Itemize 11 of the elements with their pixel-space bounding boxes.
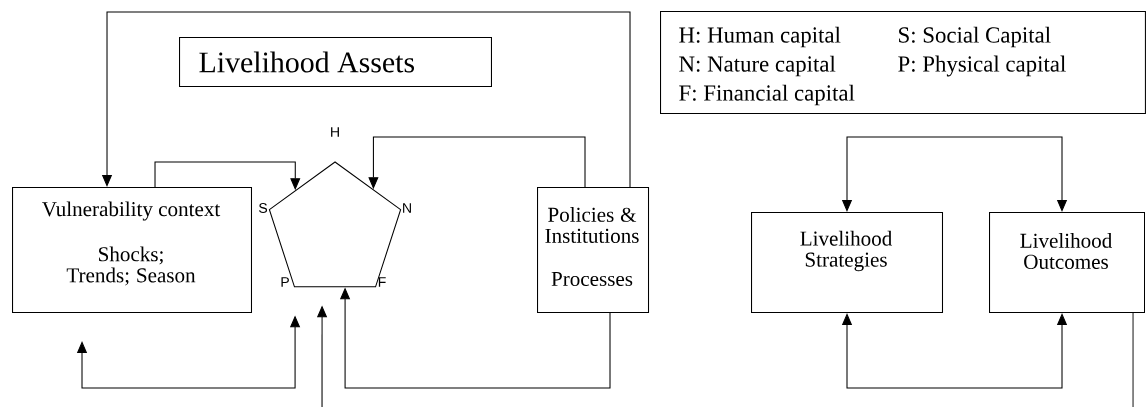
process-box: Policies & Institutions Processes xyxy=(537,187,650,314)
vertex-label: S xyxy=(258,203,268,213)
vertex-label: F xyxy=(378,277,386,287)
process-box: Livelihood Outcomes xyxy=(989,212,1146,314)
process-box: Vulnerability context Shocks; Trends; Season xyxy=(12,187,252,314)
vertex-label: H xyxy=(331,127,339,137)
title-box: Livelihood Assets xyxy=(179,37,492,88)
vertex-label: N xyxy=(403,203,411,213)
vertex-label: P xyxy=(281,277,289,287)
key-box: H: Human capital S: Social Capital N: Nature capital P: Physical capital F: Financial capital xyxy=(660,11,1146,115)
process-box: Livelihood Strategies xyxy=(751,212,943,314)
